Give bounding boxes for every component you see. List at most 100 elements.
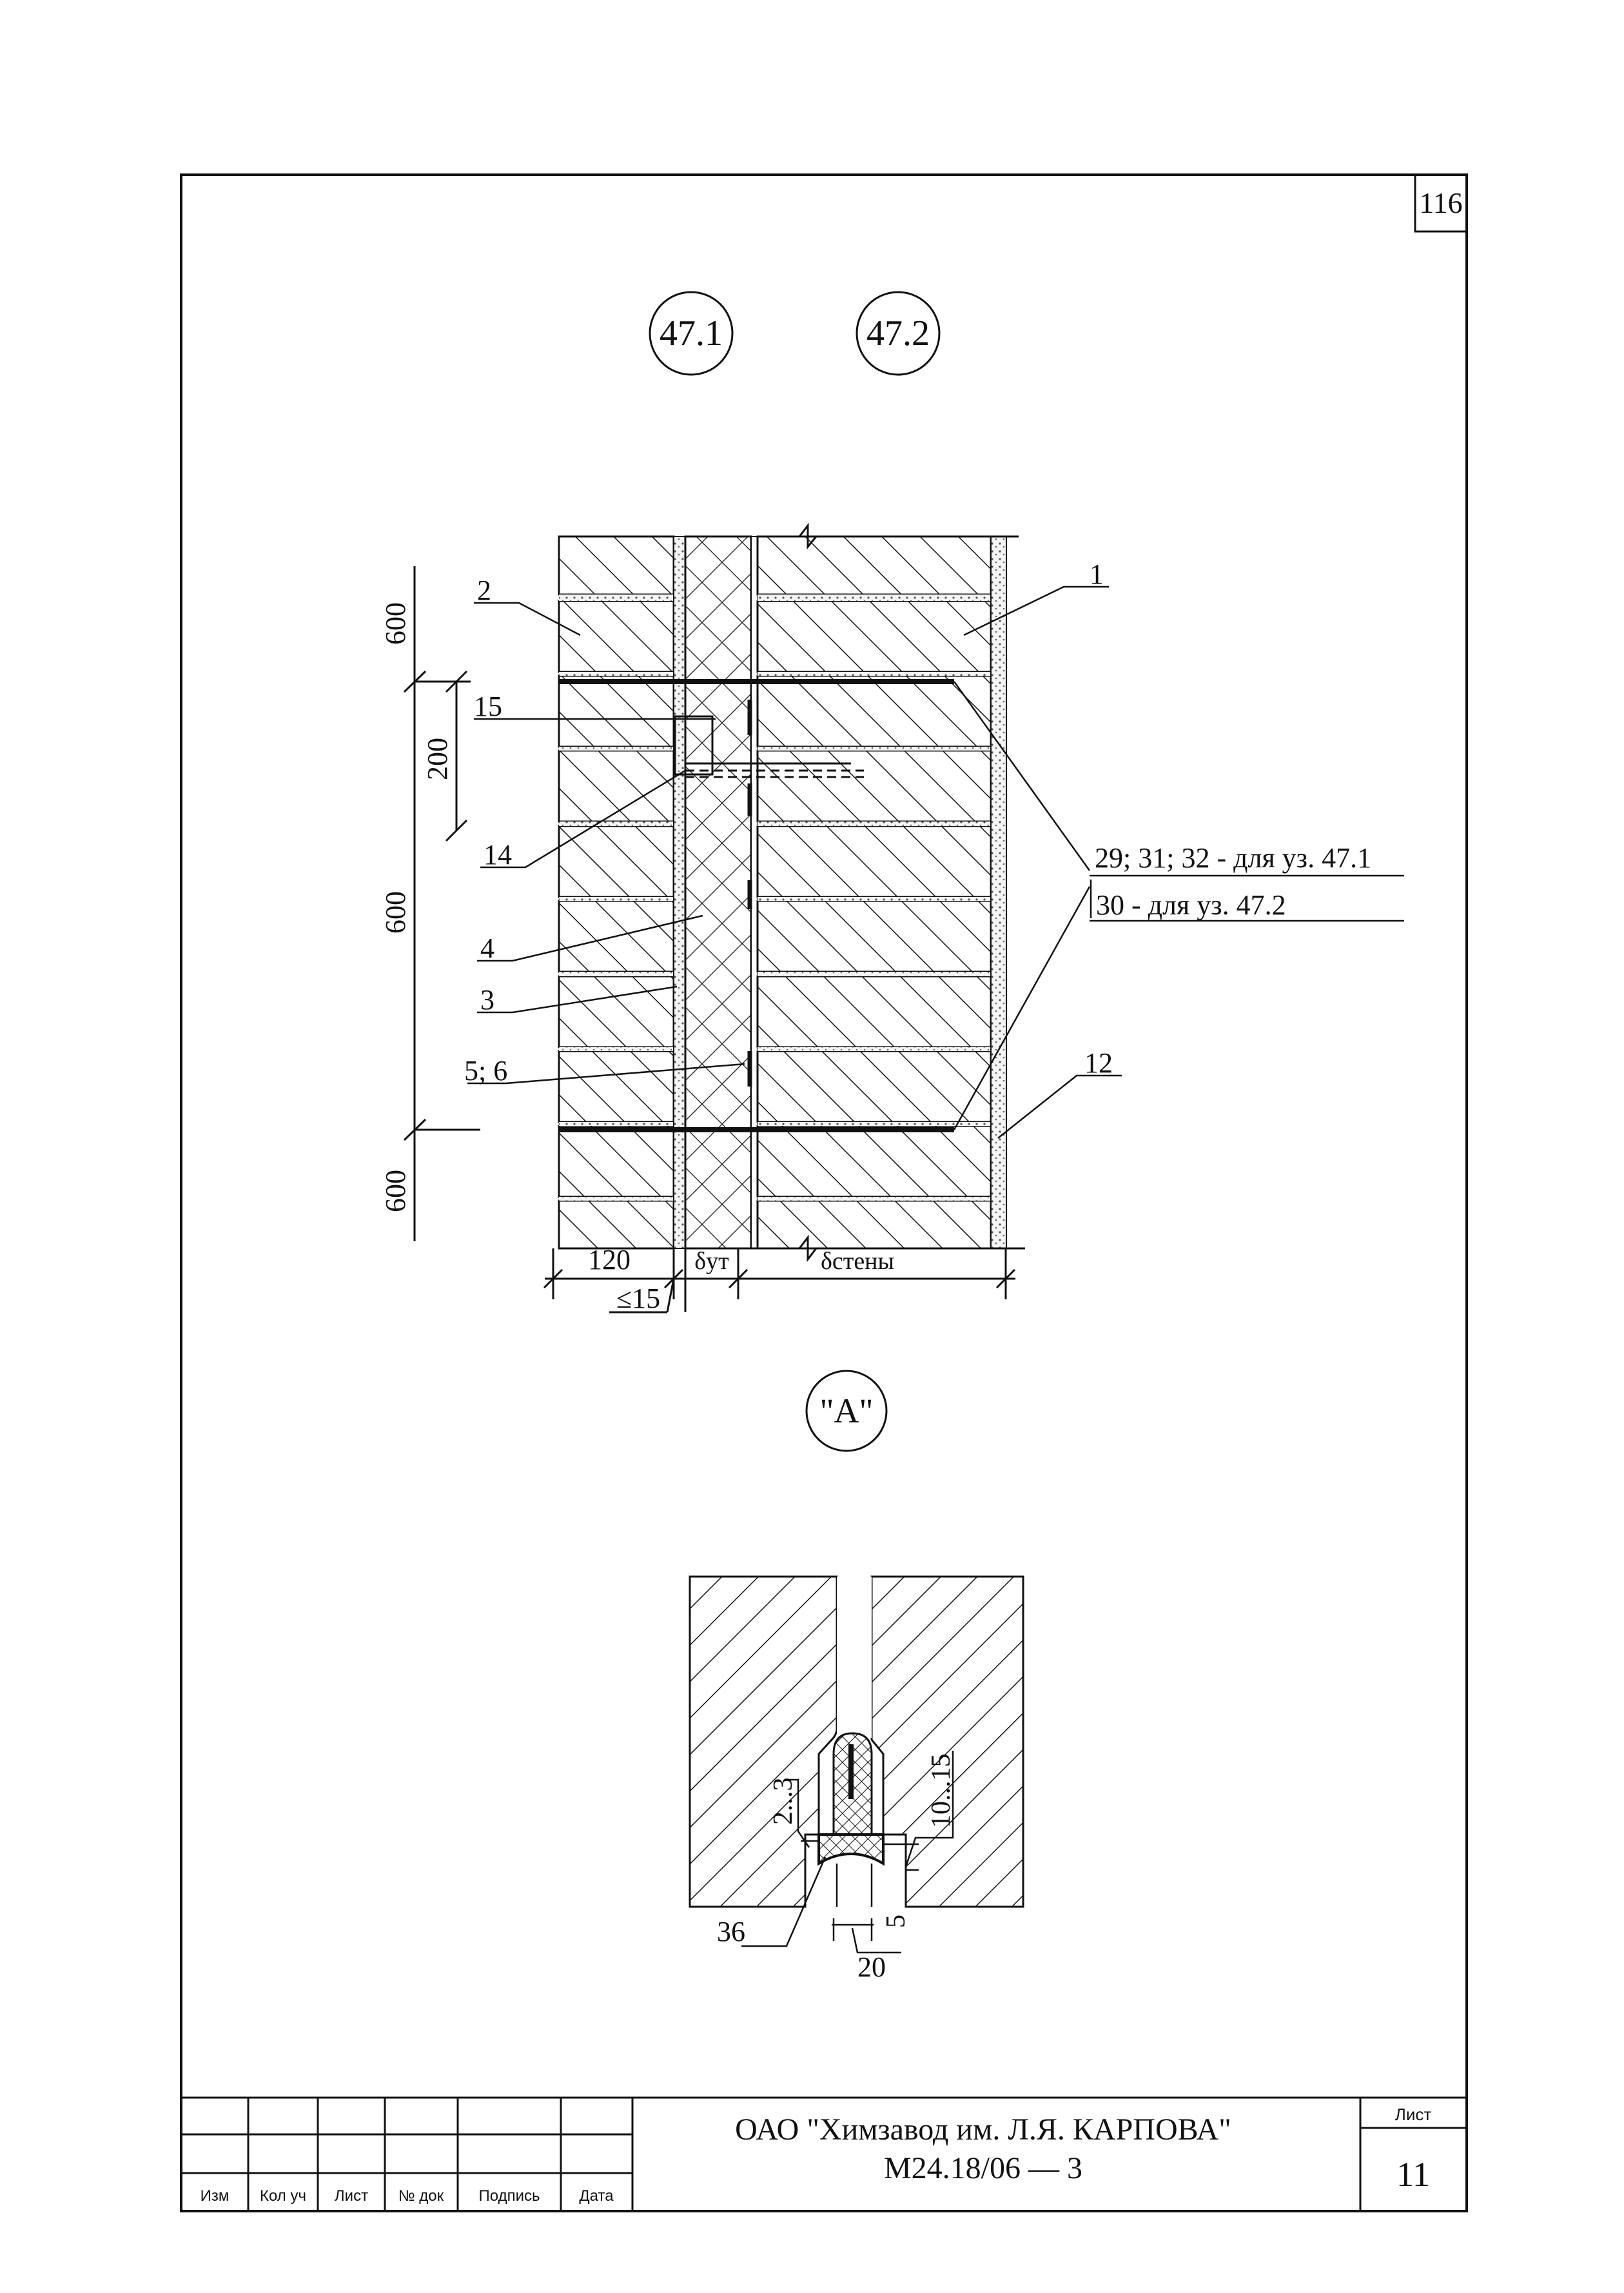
mortar-joint-outer [673,536,686,1249]
corner-number: 116 [1419,186,1462,219]
mortar-bed [559,1047,674,1051]
inner-brick-wall [756,535,992,1250]
inner-brick [756,600,992,673]
inner-brick [756,1125,992,1198]
callout-5-6: 5; 6 [464,1055,507,1087]
dim-insulation: δут [694,1248,729,1275]
callout-14: 14 [484,839,512,871]
outer-brick-leaf [558,535,675,1250]
leader-lines [467,586,1404,1139]
mortar-bed [758,595,991,601]
dim-gap: ≤15 [616,1283,660,1314]
section-tag-47.2: 47.2 [856,291,941,376]
detail-right-block [870,1575,1024,1908]
break-marks [750,522,1025,1263]
callout-4: 4 [480,932,494,964]
plaster-layer [990,536,1007,1249]
outer-brick [558,975,675,1048]
callout-3: 3 [480,984,494,1016]
left-dimension-chain [403,566,480,1241]
tb-column-header: Подпись [479,2187,540,2205]
section-tag-47.1: 47.1 [649,291,734,376]
insulation-layer [684,535,752,1250]
label-36: 36 [717,1916,745,1947]
sheet-frame [180,173,1468,2212]
document-code: М24.18/06 — 3 [884,2151,1082,2185]
mortar-bed [758,1197,991,1201]
tb-column-header: Изм [201,2187,230,2205]
dim-bottom-600: 600 [380,1170,411,1212]
outer-brick [558,1125,675,1198]
mortar-bed [559,747,674,751]
sheet-number: 11 [1396,2155,1430,2194]
callout-1: 1 [1090,558,1104,590]
inner-brick [756,535,992,596]
inner-brick [756,1050,992,1123]
mortar-bed [559,1122,674,1126]
title-block [181,2096,1467,2211]
section-tags: 47.1 47.2 [649,291,941,376]
inner-brick [756,674,992,748]
mortar-bed [758,822,991,826]
callout-2: 2 [477,575,491,606]
outer-brick [558,674,675,748]
tb-column-header: Кол уч [260,2187,306,2205]
mortar-bed [559,595,674,601]
detail-a: 2...3 10...15 5 36 20 [689,1575,1024,1983]
sealant-36 [817,1833,885,1866]
corner-number-box [1414,173,1468,233]
detail-dimensions [741,1751,954,1954]
inner-brick [756,825,992,898]
title-block-columns: Изм Кол уч Лист № док Подпись Дата [201,2187,614,2205]
dim-wall: δстены [821,1248,894,1275]
mortar-bed [559,1197,674,1201]
mortar-bed [758,747,991,751]
mortar-bed [758,1047,991,1051]
callout-15: 15 [474,691,502,722]
callout-12: 12 [1084,1047,1113,1079]
detail-tag: "A" [805,1370,888,1452]
tb-column-header: Дата [579,2187,614,2205]
detail-left-block [689,1575,838,1908]
mortar-bed [559,822,674,826]
anchor-callout-main: 29; 31; 32 - для уз. 47.1 [1095,842,1371,874]
tb-column-header: Лист [335,2187,368,2205]
inner-brick [756,900,992,973]
bottom-dimension-chain [543,1248,1016,1314]
tie-anchor [674,715,864,778]
mortar-bed [559,897,674,901]
tb-column-header: № док [398,2187,444,2205]
detail-dim-5: 5 [881,1914,911,1928]
detail-joint-top [837,1577,872,1738]
mortar-bed [758,972,991,976]
inner-brick [756,1199,992,1250]
label-20: 20 [857,1951,886,1983]
dim-anchor-200: 200 [422,738,453,780]
dim-top-600: 600 [380,602,411,645]
dim-middle-600: 600 [380,891,411,934]
outer-brick [558,1050,675,1123]
mortar-bed [758,672,991,676]
mortar-bed [559,972,674,976]
outer-brick [558,749,675,823]
section-tag-label: 47.1 [660,313,723,353]
detail-tag-label: "A" [819,1392,873,1430]
anchor-callout-secondary: 30 - для уз. 47.2 [1096,889,1286,921]
wall-section: 600 200 600 600 120 δут δстены ≤15 [380,522,1404,1314]
section-tag-label: 47.2 [866,313,930,353]
mortar-bed [758,1122,991,1126]
inner-brick [756,749,992,823]
mortar-bed [559,672,674,676]
sheet-label: Лист [1395,2105,1432,2124]
detail-dim-2-3: 2...3 [768,1778,798,1826]
outer-brick [558,600,675,673]
dim-120: 120 [588,1244,631,1275]
organization-name: ОАО "Химзавод им. Л.Я. КАРПОВА" [735,2112,1231,2147]
mortar-bed [758,897,991,901]
outer-brick [558,1199,675,1250]
outer-brick [558,825,675,898]
inner-brick [756,975,992,1048]
outer-brick [558,535,675,596]
detail-dim-10-15: 10...15 [926,1754,956,1829]
